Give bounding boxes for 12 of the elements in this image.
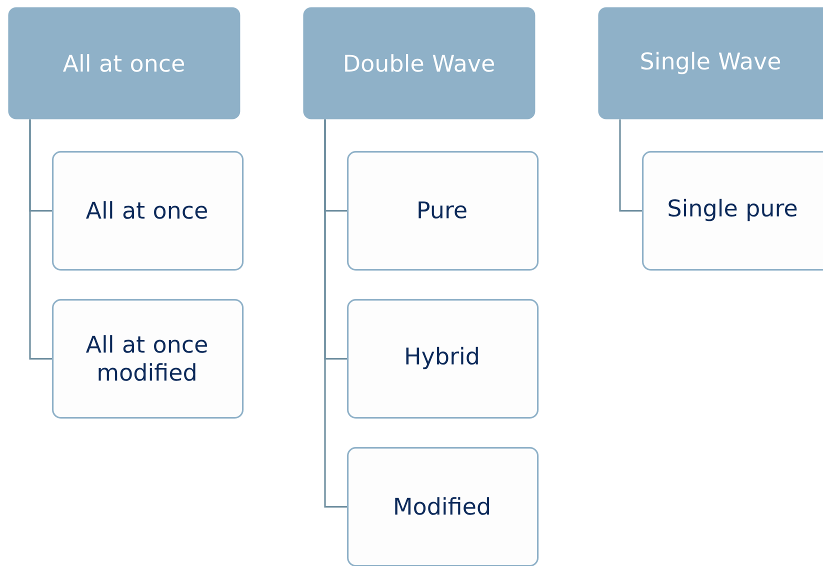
category-box: Single Wave	[598, 7, 823, 120]
item-box: Modified	[347, 447, 539, 566]
item-box: Hybrid	[347, 299, 539, 419]
item-box: Pure	[347, 151, 539, 271]
category-box: Double Wave	[303, 7, 536, 120]
connector-line	[324, 119, 347, 508]
item-box: Single pure	[642, 151, 823, 271]
item-box: All at once	[52, 151, 244, 271]
item-box: All at once modified	[52, 299, 244, 419]
category-box: All at once	[8, 7, 240, 120]
connector-line	[619, 119, 642, 212]
connector-line	[29, 119, 52, 360]
